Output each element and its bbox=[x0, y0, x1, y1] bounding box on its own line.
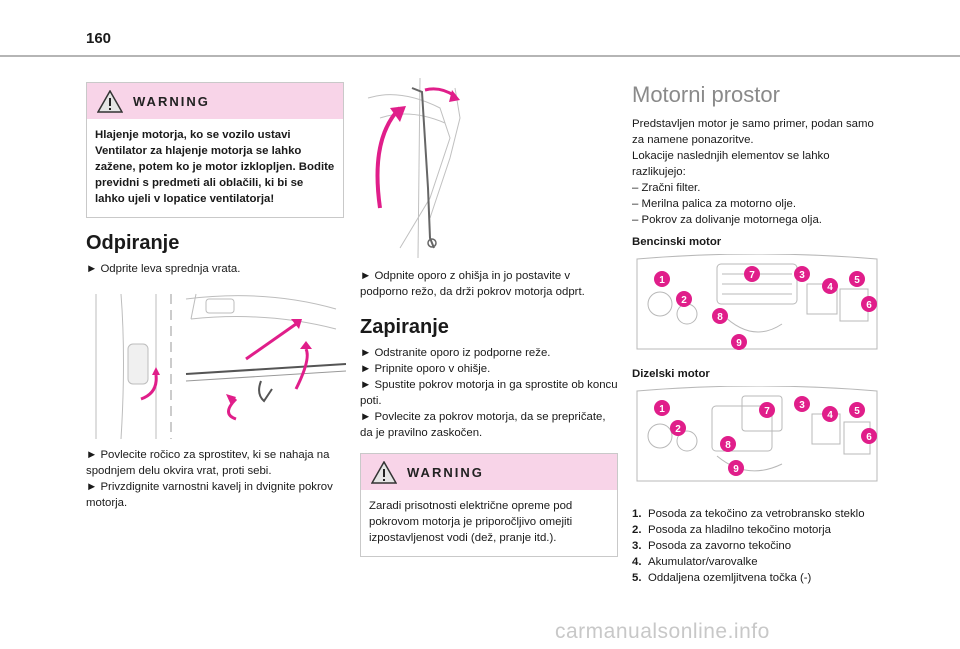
intro-line-1: Predstavljen motor je samo primer, podan… bbox=[632, 118, 874, 146]
petrol-badges: 1 2 3 4 5 6 7 8 9 bbox=[654, 266, 877, 350]
column-closing: ► Odpnite oporo z ohišja in jo postavite… bbox=[360, 77, 618, 557]
illustration-petrol-engine: 1 2 3 4 5 6 7 8 9 bbox=[632, 253, 882, 354]
illustration-release-lever bbox=[86, 289, 347, 440]
svg-text:9: 9 bbox=[733, 464, 739, 475]
intro-item-2: – Merilna palica za motorno olje. bbox=[632, 198, 796, 210]
close-step-1: ► Odstranite oporo iz podporne reže. bbox=[360, 347, 551, 359]
svg-text:5: 5 bbox=[854, 275, 860, 286]
step-pull-lever: ► Povlecite ročico za sprostitev, ki se … bbox=[86, 449, 330, 477]
warning-box-water: WARNING Zaradi prisotnosti električne op… bbox=[360, 453, 618, 557]
intro-item-1: – Zračni filter. bbox=[632, 182, 701, 194]
close-step-2: ► Pripnite oporo v ohišje. bbox=[360, 363, 491, 375]
svg-text:9: 9 bbox=[736, 338, 742, 349]
diesel-engine-drawing: 1 2 3 4 5 6 7 8 9 bbox=[636, 385, 878, 482]
svg-text:5: 5 bbox=[854, 406, 860, 417]
svg-text:6: 6 bbox=[866, 432, 872, 443]
petrol-engine-label: Bencinski motor bbox=[632, 236, 722, 248]
svg-text:7: 7 bbox=[749, 270, 755, 281]
warning-title: WARNING bbox=[407, 464, 484, 480]
column-opening: WARNING Hlajenje motorja, ko se vozilo u… bbox=[86, 82, 347, 511]
step-open-door: ► Odprite leva sprednja vrata. bbox=[86, 263, 241, 275]
svg-text:2: 2 bbox=[675, 424, 681, 435]
legend-item: 2.Posoda za hladilno tekočino motorja bbox=[632, 524, 831, 536]
bonnet-stay-drawing bbox=[367, 77, 461, 259]
heading-closing: Zapiranje bbox=[360, 316, 449, 338]
step-lift-bonnet: ► Privzdignite varnostni kavelj in dvign… bbox=[86, 481, 333, 509]
legend-list: 1.Posoda za tekočino za vetrobransko ste… bbox=[632, 506, 882, 586]
svg-text:2: 2 bbox=[681, 295, 687, 306]
warning-box-fan: WARNING Hlajenje motorja, ko se vozilo u… bbox=[86, 82, 344, 218]
warning-title: WARNING bbox=[133, 93, 210, 109]
page-number: 160 bbox=[86, 30, 112, 47]
release-lever-drawing bbox=[95, 293, 347, 440]
legend-item: 5.Oddaljena ozemljitvena točka (-) bbox=[632, 572, 812, 584]
petrol-engine-drawing: 1 2 3 4 5 6 7 8 9 bbox=[636, 253, 878, 350]
warning-header: WARNING bbox=[361, 454, 617, 490]
page-title: Motorni prostor bbox=[632, 82, 780, 107]
heading-opening: Odpiranje bbox=[86, 232, 180, 254]
svg-text:4: 4 bbox=[827, 410, 833, 421]
illustration-bonnet-stay bbox=[360, 77, 618, 259]
svg-text:8: 8 bbox=[725, 440, 731, 451]
close-step-3: ► Spustite pokrov motorja in ga sprostit… bbox=[360, 379, 618, 407]
svg-text:3: 3 bbox=[799, 270, 805, 281]
step-support-rod: ► Odpnite oporo z ohišja in jo postavite… bbox=[360, 270, 585, 298]
warning-text: Hlajenje motorja, ko se vozilo ustavi Ve… bbox=[95, 129, 335, 205]
legend-item: 3.Posoda za zavorno tekočino bbox=[632, 540, 792, 552]
diesel-badges: 1 2 3 4 5 6 7 8 9 bbox=[654, 396, 877, 476]
svg-text:8: 8 bbox=[717, 312, 723, 323]
diesel-engine-label: Dizelski motor bbox=[632, 368, 710, 380]
top-divider bbox=[0, 55, 960, 57]
svg-text:3: 3 bbox=[799, 400, 805, 411]
intro-line-2: Lokacije naslednjih elementov se lahko r… bbox=[632, 150, 830, 178]
intro-item-3: – Pokrov za dolivanje motornega olja. bbox=[632, 214, 822, 226]
column-engine-compartment: Motorni prostor Predstavljen motor je sa… bbox=[632, 82, 882, 586]
svg-text:1: 1 bbox=[659, 275, 665, 286]
watermark-text: carmanualsonline.info bbox=[555, 620, 770, 643]
warning-triangle-icon bbox=[97, 89, 123, 113]
svg-text:7: 7 bbox=[764, 406, 770, 417]
illustration-diesel-engine: 1 2 3 4 5 6 7 8 9 bbox=[632, 385, 882, 486]
close-step-4: ► Povlecite za pokrov motorja, da se pre… bbox=[360, 411, 606, 439]
warning-triangle-icon bbox=[371, 460, 397, 484]
legend-item: 1.Posoda za tekočino za vetrobransko ste… bbox=[632, 508, 865, 520]
svg-text:1: 1 bbox=[659, 404, 665, 415]
svg-text:4: 4 bbox=[827, 282, 833, 293]
legend-item: 4.Akumulator/varovalke bbox=[632, 556, 758, 568]
warning-text: Zaradi prisotnosti električne opreme pod… bbox=[369, 500, 573, 544]
warning-header: WARNING bbox=[87, 83, 343, 119]
svg-text:6: 6 bbox=[866, 300, 872, 311]
